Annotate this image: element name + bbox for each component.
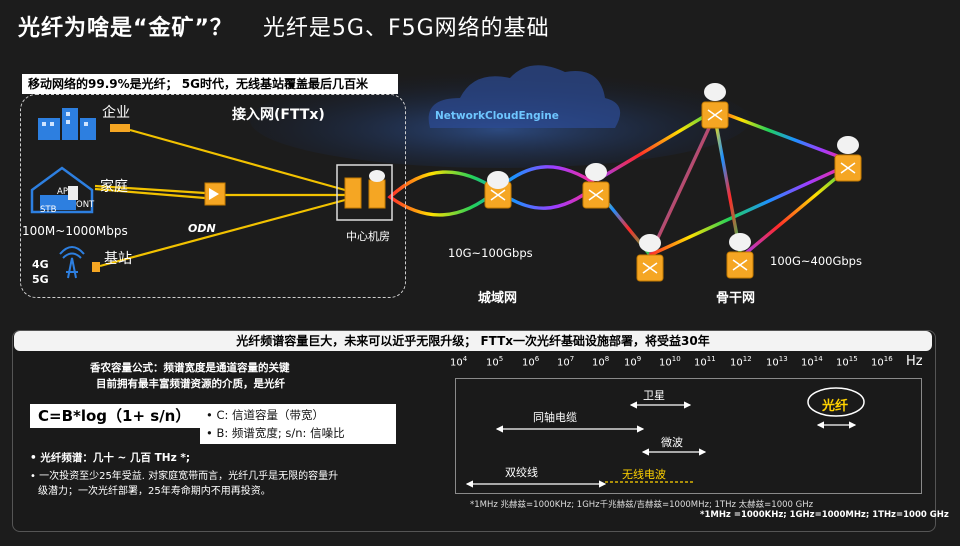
- satellite-label: 卫星: [643, 389, 665, 402]
- enterprise-terminal-icon: [110, 124, 130, 132]
- router-icon: [701, 83, 729, 129]
- freq-tick: 105: [486, 355, 504, 369]
- freq-tick: 108: [592, 355, 610, 369]
- page-title: 光纤为啥是“金矿”？ 光纤是5G、F5G网络的基础: [18, 10, 550, 42]
- ap-label: AP: [57, 187, 68, 197]
- footnote-1: *1MHz 兆赫兹=1000KHz; 1GHz千兆赫兹/吉赫兹=1000MHz;…: [470, 500, 814, 510]
- investment-note-2: 级潜力；一次光纤部署，25年寿命期内不用再投资。: [38, 486, 271, 497]
- freq-tick: 1010: [659, 355, 681, 369]
- microwave-label: 微波: [661, 436, 683, 449]
- coax-label: 同轴电缆: [533, 411, 577, 424]
- freq-tick: 107: [557, 355, 575, 369]
- access-links: [94, 128, 346, 268]
- fiber-highlight: [807, 387, 865, 417]
- router-icon: [484, 171, 512, 209]
- title-subtitle: 光纤是5G、F5G网络的基础: [262, 16, 550, 41]
- freq-tick: 1013: [766, 355, 788, 369]
- access-network-region: [20, 94, 406, 298]
- enterprise-building-icon: [38, 108, 96, 140]
- shannon-formula: C=B*log（1+ s/n）: [30, 404, 202, 428]
- spectrum-banner: 光纤频谱容量巨大，未来可以近乎无限升级； FTTx一次光纤基础设施部署，将受益3…: [14, 331, 932, 351]
- 5g-label: 5G: [32, 273, 49, 286]
- 4g-label: 4G: [32, 258, 49, 271]
- fiber-label: 光纤: [822, 399, 849, 414]
- freq-tick: 1011: [694, 355, 716, 369]
- home-label: 家庭: [100, 179, 128, 195]
- shannon-line-2: 目前拥有最丰富频谱资源的介质，是光纤: [96, 378, 285, 390]
- router-icon: [582, 163, 610, 209]
- home-icon: [30, 166, 94, 214]
- spectrum-panel: [12, 330, 936, 532]
- investment-note-1: • 一次投资至少25年受益. 对家庭宽带而言，光纤几乎是无限的容量升: [30, 471, 339, 482]
- media-ranges: [465, 387, 865, 488]
- metro-label: 城域网: [478, 291, 518, 306]
- mobile-network-note: 移动网络的99.9%是光纤； 5G时代，无线基站覆盖最后几百米: [22, 74, 398, 94]
- title-main: 光纤为啥是“金矿”？: [18, 16, 233, 41]
- shannon-line-1: 香农容量公式：频谱宽度是通道容量的关键: [90, 362, 290, 374]
- central-office-icon: [336, 164, 393, 221]
- formula-legend: • C: 信道容量（带宽） • B: 频谱宽度; s/n: 信噪比: [200, 404, 396, 444]
- metro-speed-label: 10G~100Gbps: [448, 246, 533, 260]
- enterprise-label: 企业: [102, 105, 130, 121]
- freq-tick: 1014: [801, 355, 823, 369]
- odn-label: ODN: [188, 222, 216, 235]
- freq-tick: 109: [624, 355, 642, 369]
- stb-label: STB: [40, 205, 57, 215]
- access-network-title: 接入网(FTTx): [232, 107, 325, 123]
- router-icon: [726, 233, 754, 279]
- ont-label: ONT: [76, 200, 95, 210]
- wireless-label: 无线电波: [622, 468, 666, 481]
- odn-splitter-icon: [204, 182, 226, 206]
- hz-unit: Hz: [906, 354, 923, 369]
- fiber-spectrum-note: • 光纤频谱：几十 ~ 几百 THz *;: [30, 452, 191, 464]
- cloud-icon: [428, 65, 621, 128]
- base-station-terminal-icon: [92, 262, 100, 272]
- backbone-label: 骨干网: [716, 291, 756, 306]
- router-icon: [834, 136, 862, 182]
- frequency-scale-box: [455, 378, 922, 494]
- router-icon: [636, 234, 664, 282]
- twisted-pair-label: 双绞线: [505, 466, 538, 479]
- base-station-label: 基站: [104, 251, 132, 267]
- backbone-speed-label: 100G~400Gbps: [770, 254, 862, 268]
- home-speed-label: 100M~1000Mbps: [22, 224, 128, 238]
- freq-tick: 104: [450, 355, 468, 369]
- network-diagram: [30, 65, 862, 282]
- central-office-label: 中心机房: [346, 230, 390, 243]
- freq-tick: 1012: [730, 355, 752, 369]
- freq-tick: 106: [522, 355, 540, 369]
- footnote-2: *1MHz =1000KHz; 1GHz=1000MHz; 1THz=1000 …: [700, 510, 949, 520]
- ont-device-icon: [68, 186, 78, 200]
- freq-tick: 1015: [836, 355, 858, 369]
- base-station-icon: [59, 246, 85, 279]
- freq-tick: 1016: [871, 355, 893, 369]
- cloud-label: NetworkCloudEngine: [435, 110, 559, 122]
- capacity-desc: • C: 信道容量（带宽）: [206, 408, 324, 422]
- bandwidth-desc: • B: 频谱宽度; s/n: 信噪比: [206, 426, 345, 440]
